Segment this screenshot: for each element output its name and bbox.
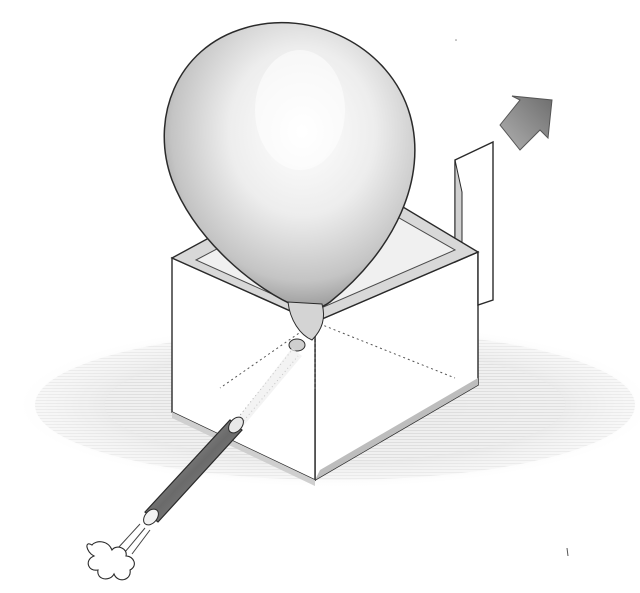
arrow-icon: [500, 96, 552, 150]
puff-icon: [87, 524, 150, 580]
